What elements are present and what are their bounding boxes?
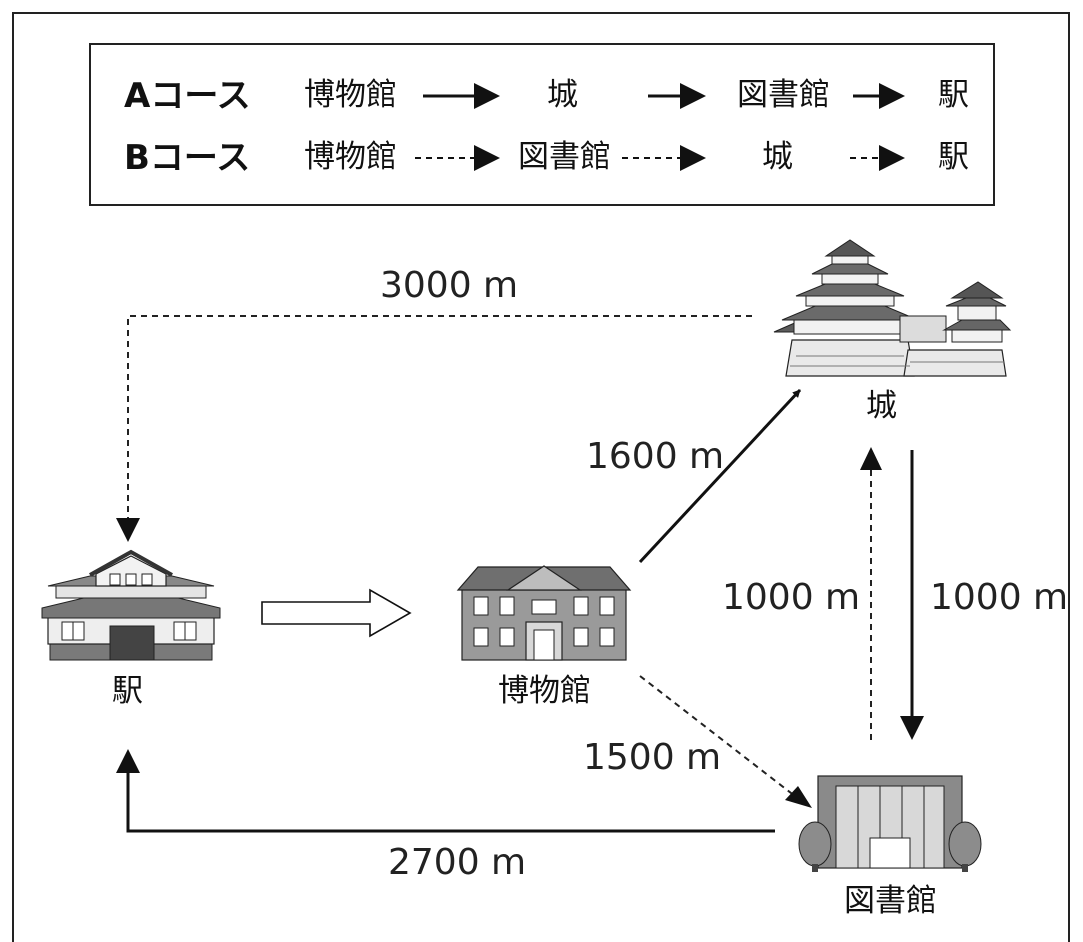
legend-course-b-label: Bコース xyxy=(124,138,251,178)
diagram-frame xyxy=(12,12,1070,942)
museum-building-icon xyxy=(456,565,632,661)
distance-station-castle: 3000 m xyxy=(380,265,519,306)
distance-library-station: 2700 m xyxy=(388,842,527,883)
distance-library-castle: 1000 m xyxy=(722,577,861,618)
route-castle-to-library xyxy=(900,450,924,740)
route-museum-to-library xyxy=(639,675,812,808)
legend-b-stop-1: 博物館 xyxy=(304,139,397,175)
distance-castle-library: 1000 m xyxy=(930,577,1069,618)
place-label-station: 駅 xyxy=(112,673,143,709)
legend-a-stop-4: 駅 xyxy=(938,77,969,113)
route-library-to-station xyxy=(116,749,775,833)
legend-a-arrows xyxy=(423,83,905,109)
place-label-library: 図書館 xyxy=(844,883,937,919)
legend-b-stop-3: 城 xyxy=(762,139,793,175)
place-label-museum: 博物館 xyxy=(498,673,591,709)
start-hollow-arrow xyxy=(261,588,412,638)
library-building-icon xyxy=(798,775,982,872)
route-museum-to-castle xyxy=(638,388,802,564)
legend-a-stop-1: 博物館 xyxy=(304,77,397,113)
route-library-to-castle xyxy=(860,447,882,740)
legend-b-stop-2: 図書館 xyxy=(518,139,611,175)
legend-course-a-label: Aコース xyxy=(124,76,251,116)
legend-a-stop-2: 城 xyxy=(547,77,578,113)
course-legend xyxy=(89,43,995,206)
station-building-icon xyxy=(41,549,221,661)
legend-a-stop-3: 図書館 xyxy=(737,77,830,113)
place-label-castle: 城 xyxy=(866,388,897,424)
legend-b-stop-4: 駅 xyxy=(938,139,969,175)
distance-museum-castle: 1600 m xyxy=(586,436,725,477)
legend-b-arrows xyxy=(415,145,905,171)
distance-museum-library: 1500 m xyxy=(583,737,722,778)
route-castle-to-station xyxy=(116,315,752,542)
castle-icon xyxy=(773,239,1012,377)
